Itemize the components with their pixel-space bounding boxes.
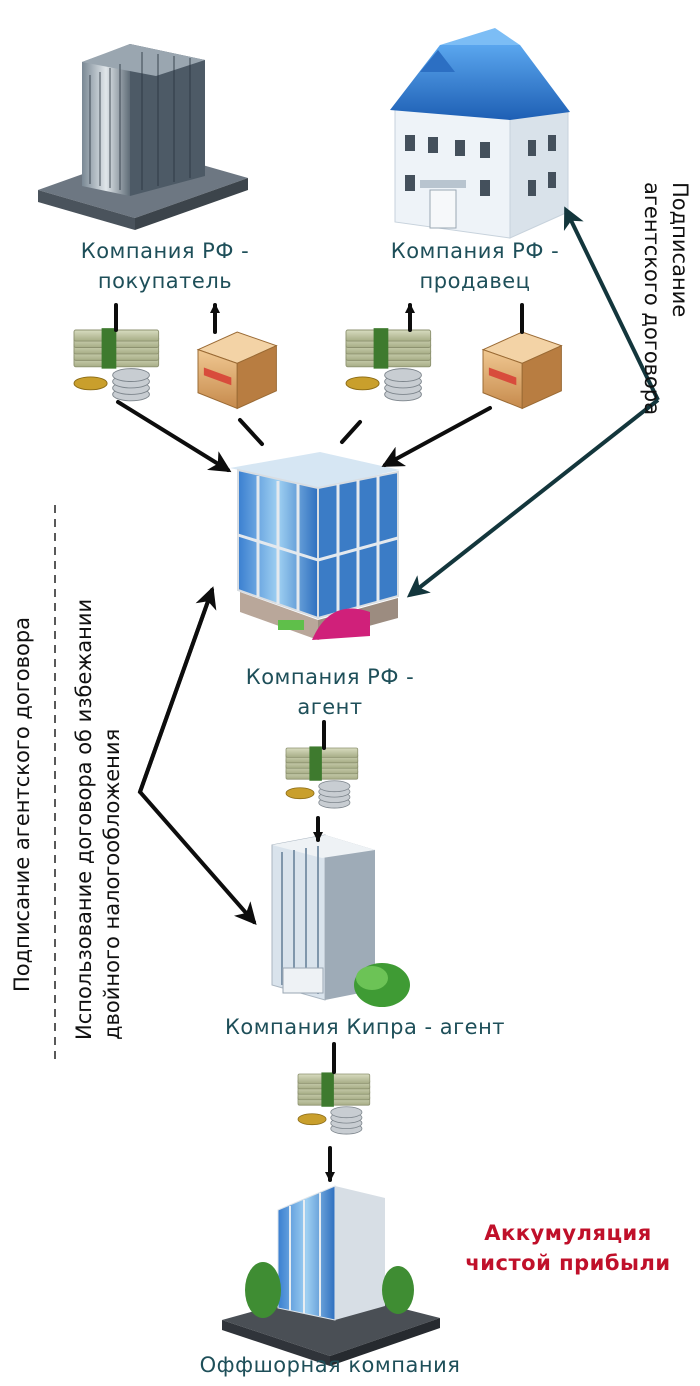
left-vertical-note-b: Использование договора об избежании двой…: [70, 599, 126, 1040]
right-vertical-line2: агентского договора: [640, 182, 664, 416]
agent-rf-label-line2: агент: [297, 695, 363, 719]
skyscraper-icon: [271, 834, 410, 1007]
agent-rf-label: Компания РФ - агент: [225, 662, 435, 722]
glass-building-icon: [230, 452, 400, 640]
accumulation-line2: чистой прибыли: [465, 1251, 671, 1275]
seller-label-line1: Компания РФ -: [390, 239, 560, 263]
agent-rf-label-line1: Компания РФ -: [245, 665, 415, 689]
left-vertical-b-line2: двойного налогообложения: [100, 728, 124, 1040]
money-stack-icon: [285, 746, 359, 809]
buyer-label-line2: покупатель: [97, 269, 233, 293]
buyer-label: Компания РФ - покупатель: [60, 236, 270, 296]
flow-arrows: [114, 303, 524, 1182]
buyer-label-line1: Компания РФ -: [80, 239, 250, 263]
accumulation-line1: Аккумуляция: [484, 1221, 652, 1245]
offshore-label: Оффшорная компания: [165, 1350, 495, 1380]
left-vertical-note-a: Подписание агентского договора: [8, 617, 36, 992]
double-arrow-agreement: [137, 588, 257, 926]
offshore-label-line1: Оффшорная компания: [199, 1353, 461, 1377]
seller-label: Компания РФ - продавец: [370, 236, 580, 296]
seller-label-line2: продавец: [419, 269, 531, 293]
offshore-building-icon: [222, 1185, 440, 1366]
office-tower-icon: [38, 44, 248, 230]
house-icon: [390, 28, 570, 239]
money-stack-icon: [297, 1072, 371, 1135]
agent-cy-label-line1: Компания Кипра - агент: [224, 1015, 506, 1039]
accumulation-note: Аккумуляция чистой прибыли: [448, 1218, 688, 1278]
agency-agreement-arrows: [406, 206, 660, 598]
link-money-agent-right: [340, 420, 362, 444]
right-vertical-note: Подписание агентского договора: [638, 182, 694, 415]
link-box-agent-left: [238, 418, 264, 446]
cargo-box-icon: [196, 331, 278, 410]
arrow-box-to-agent: [381, 406, 492, 467]
money-stack-icon: [345, 328, 432, 402]
left-vertical-b-line1: Использование договора об избежании: [72, 598, 96, 1040]
agent-cy-label: Компания Кипра - агент: [180, 1012, 550, 1042]
right-vertical-line1: Подписание: [668, 182, 692, 318]
arrow-money-to-agent: [116, 400, 232, 473]
left-vertical-a-line1: Подписание агентского договора: [10, 616, 34, 992]
money-stack-icon: [73, 328, 160, 402]
cargo-box-icon: [481, 331, 563, 410]
